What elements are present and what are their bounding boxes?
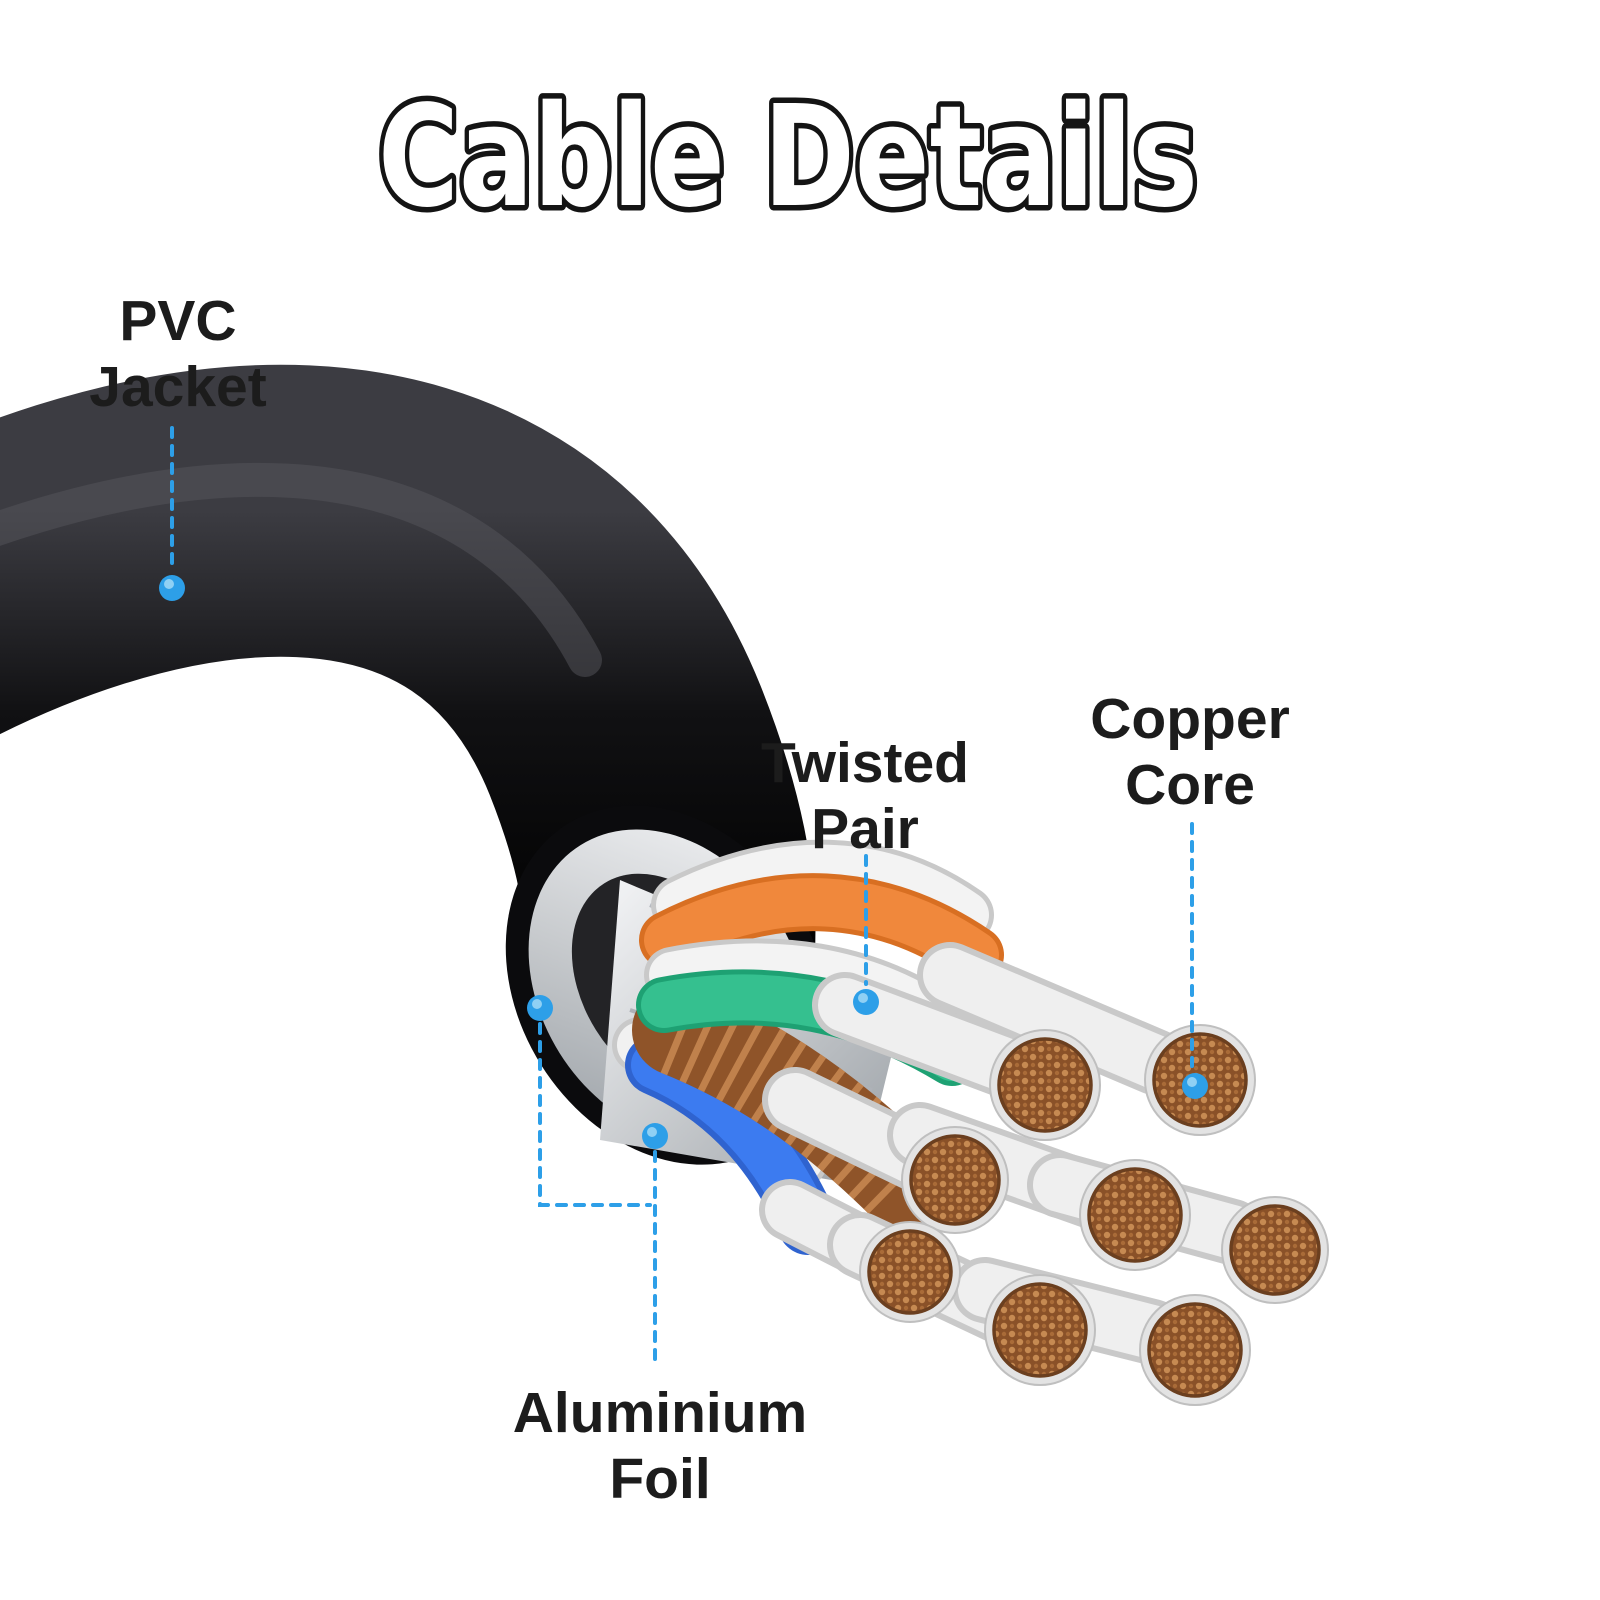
page-title: Cable Details (378, 76, 1198, 239)
copper-tip (989, 1029, 1101, 1141)
copper-tip (859, 1221, 961, 1323)
copper-tip (984, 1274, 1096, 1386)
orange-twisted-pair (639, 839, 1004, 984)
copper-tip (901, 1126, 1009, 1234)
copper-core-tips (859, 1024, 1329, 1406)
aluminium-foil-leader-line-1 (538, 1022, 652, 1207)
callout-markers (159, 575, 1208, 1149)
pvc-jacket-marker-dot (159, 575, 185, 601)
white-wire (812, 972, 1038, 1098)
white-conductors (759, 942, 1265, 1365)
aluminium-foil-marker-dot-1 (527, 995, 553, 1021)
callout-leader-lines (170, 426, 1194, 1370)
aluminium-foil-marker-dot-2 (642, 1123, 668, 1149)
copper-core-label: Copper Core (1090, 687, 1290, 818)
twisted-pair-label: Twisted Pair (761, 731, 969, 862)
pvc-jacket-label: PVC Jacket (89, 289, 267, 420)
aluminium-foil-label: Aluminium Foil (512, 1381, 808, 1512)
copper-core-marker-dot (1182, 1073, 1208, 1099)
copper-tip (1139, 1294, 1251, 1406)
copper-tip (1079, 1159, 1191, 1271)
white-wire (917, 942, 1188, 1095)
twisted-pair-marker-dot (853, 989, 879, 1015)
copper-tip (1221, 1196, 1329, 1304)
